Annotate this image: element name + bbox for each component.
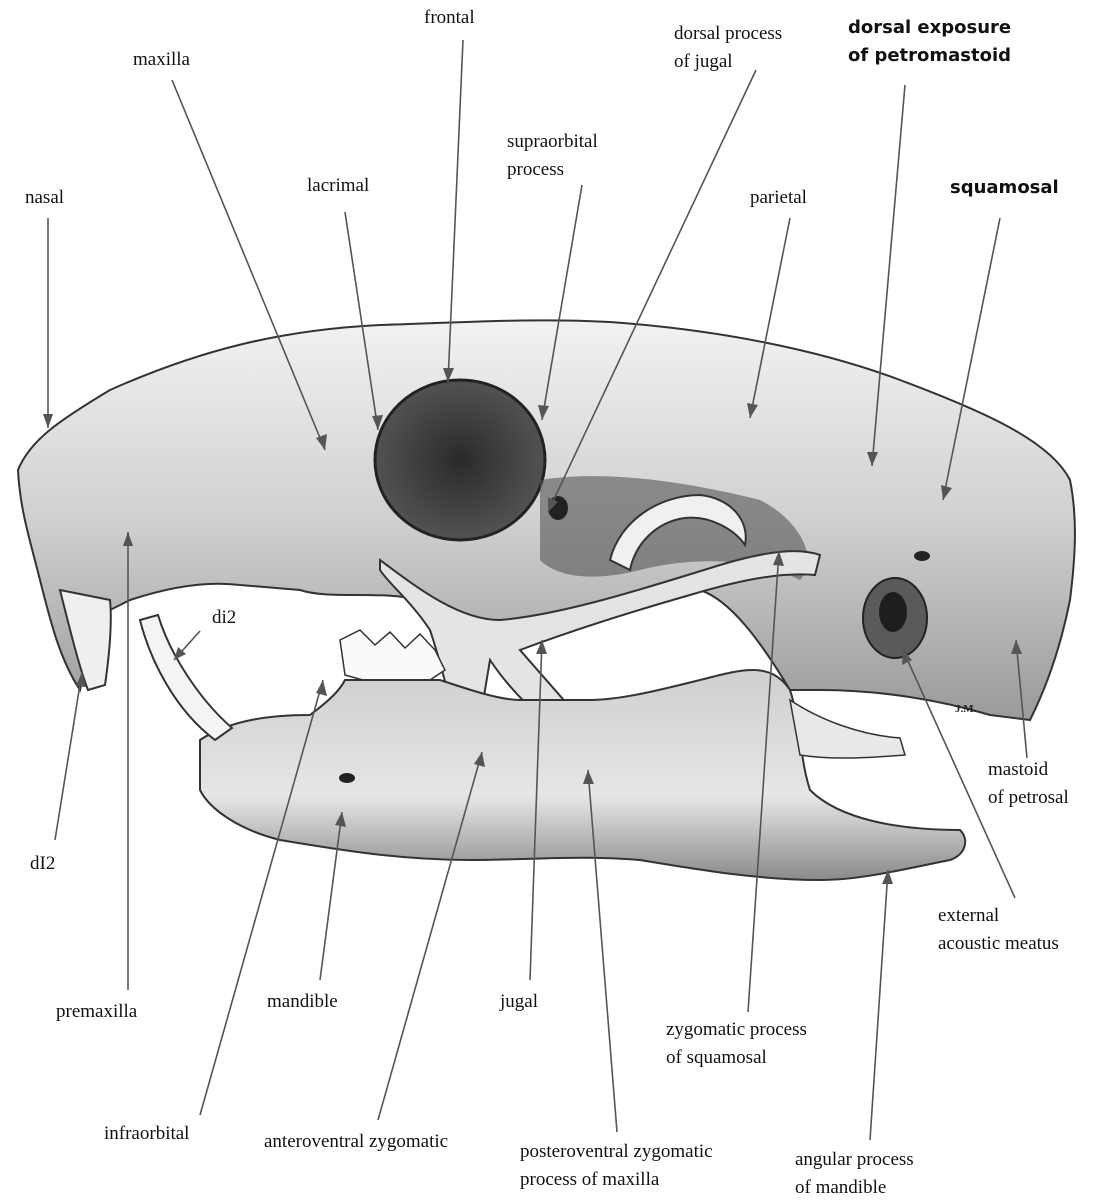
label-di2: di2 [212,604,236,632]
label-frontal: frontal [424,4,475,32]
artist-signature: J.M. [955,703,976,715]
molars [340,630,445,682]
label-supraorbital-process: supraorbital process [507,128,598,184]
leader-angular [870,870,888,1140]
label-maxilla: maxilla [133,46,190,74]
label-dI2: dI2 [30,850,55,878]
label-infraorbital: infraorbital [104,1120,189,1148]
label-anteroventral-zygomatic: anteroventral zygomatic [264,1128,448,1156]
label-parietal: parietal [750,184,807,212]
label-jugal: jugal [500,988,538,1016]
mandible-shape [200,670,965,880]
label-mandible: mandible [267,988,338,1016]
label-angular-process: angular process of mandible [795,1146,914,1202]
label-premaxilla: premaxilla [56,998,137,1026]
label-mastoid-of-petrosal: mastoid of petrosal [988,756,1069,812]
label-lacrimal: lacrimal [307,172,369,200]
leader-dI2 [55,672,82,840]
label-nasal: nasal [25,184,64,212]
label-external-acoustic-meatus: external acoustic meatus [938,902,1059,958]
label-posteroventral-zygomatic: posteroventral zygomatic process of maxi… [520,1138,713,1194]
orbit [375,380,545,540]
lower-incisor [140,615,232,740]
label-dorsal-process-jugal: dorsal process of jugal [674,20,782,76]
label-squamosal: squamosal [950,174,1059,202]
label-dorsal-exposure-petromastoid: dorsal exposure of petromastoid [848,14,1011,70]
label-zygomatic-process-squamosal: zygomatic process of squamosal [666,1016,807,1072]
